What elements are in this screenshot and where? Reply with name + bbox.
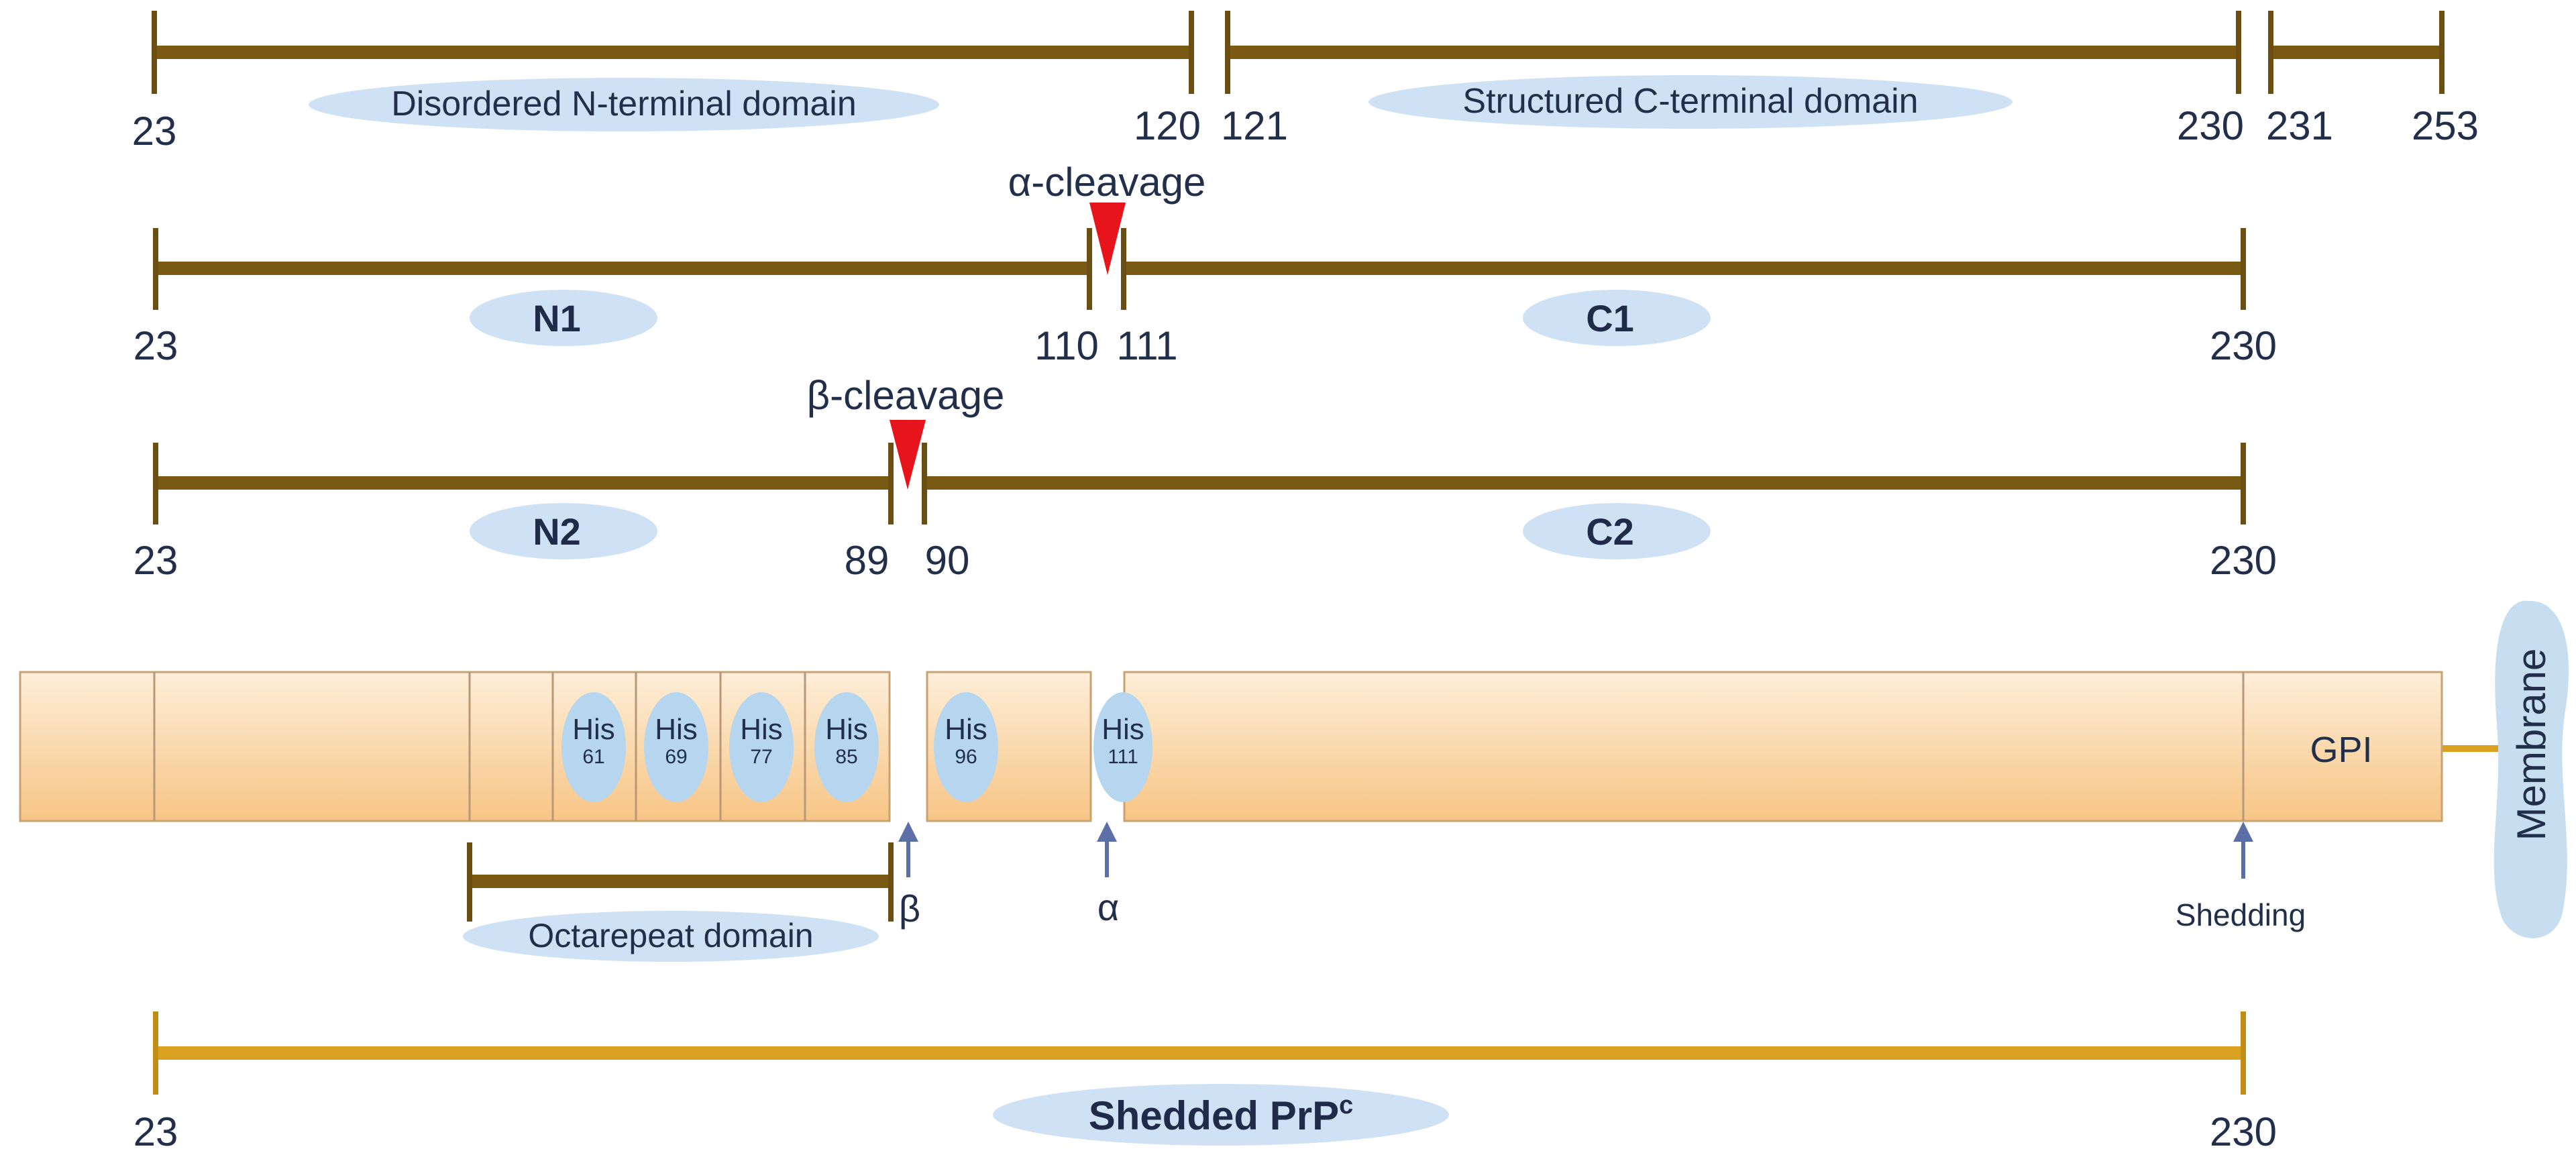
his-77-blob xyxy=(729,692,794,802)
his-85-name: His xyxy=(825,713,868,746)
his-111-number: 111 xyxy=(1108,746,1138,768)
his-61-number: 61 xyxy=(582,746,604,768)
his-85: His 85 xyxy=(814,692,879,802)
alpha-arrow-label: α xyxy=(1097,886,1119,928)
n1-label-blob xyxy=(470,290,657,346)
shedded-label-main: Shedded PrP xyxy=(1089,1093,1339,1138)
his-69: His 69 xyxy=(644,692,708,802)
pos-89: 89 xyxy=(845,538,890,583)
shedded-label: Shedded PrPc xyxy=(1089,1091,1354,1138)
shedding-label: Shedding xyxy=(2176,897,2306,932)
his-77-name: His xyxy=(740,713,783,746)
protein-schematic: Membrane His 61 His 69 xyxy=(19,600,2569,962)
pos-230-shed: 230 xyxy=(2210,1109,2277,1154)
n-domain-label-blob xyxy=(309,78,939,131)
pos-110: 110 xyxy=(1034,323,1099,368)
his-85-number: 85 xyxy=(835,746,857,768)
row-beta-cleavage: β-cleavage N2 C2 23 89 90 230 xyxy=(133,373,2277,583)
his-111-blob xyxy=(1093,692,1152,802)
beta-arrow-label: β xyxy=(899,887,920,930)
his-69-name: His xyxy=(655,713,698,746)
c1-label-blob xyxy=(1523,290,1711,346)
his-77-number: 77 xyxy=(750,746,772,768)
pos-121-row1: 121 xyxy=(1221,103,1288,148)
c1-label: C1 xyxy=(1586,297,1634,339)
gpi-label: GPI xyxy=(2310,730,2372,770)
his-85-blob xyxy=(814,692,879,802)
pos-23-row3: 23 xyxy=(133,538,178,583)
pos-230-row2: 230 xyxy=(2210,323,2277,368)
his-69-number: 69 xyxy=(665,746,687,768)
row-alpha-cleavage: α-cleavage N1 C1 23 110 111 230 xyxy=(133,160,2277,368)
shedded-label-superscript: c xyxy=(1339,1091,1353,1119)
his-111-name: His xyxy=(1102,713,1144,746)
pos-253-row1: 253 xyxy=(2412,103,2479,148)
n2-label-blob xyxy=(470,503,657,559)
membrane-shape xyxy=(2493,600,2569,938)
pos-111: 111 xyxy=(1116,323,1177,368)
n1-label: N1 xyxy=(533,297,581,339)
his-69-blob xyxy=(644,692,708,802)
his-61: His 61 xyxy=(561,692,626,802)
row-domains: Disordered N-terminal domain Structured … xyxy=(132,11,2479,154)
protein-segment-c xyxy=(1123,671,2443,822)
alpha-cleavage-title: α-cleavage xyxy=(1008,160,1206,205)
c2-label-blob xyxy=(1523,503,1711,559)
c-domain-label-blob xyxy=(1368,75,2012,129)
his-111: His 111 xyxy=(1093,692,1152,802)
pos-230-row3: 230 xyxy=(2210,538,2277,583)
beta-cleavage-marker xyxy=(890,420,926,490)
pos-230-row1: 230 xyxy=(2177,103,2244,148)
pos-23-row2: 23 xyxy=(133,323,178,368)
his-96: His 96 xyxy=(934,692,998,802)
octarepeat-label: Octarepeat domain xyxy=(528,917,813,954)
his-61-blob xyxy=(561,692,626,802)
n2-label: N2 xyxy=(533,510,581,553)
octarepeat-label-blob xyxy=(463,911,879,962)
pos-120-row1: 120 xyxy=(1134,103,1201,148)
pos-90: 90 xyxy=(925,538,970,583)
c-domain-label: Structured C-terminal domain xyxy=(1462,82,1918,121)
his-77: His 77 xyxy=(729,692,794,802)
his-96-name: His xyxy=(945,713,987,746)
n-domain-label: Disordered N-terminal domain xyxy=(391,85,857,123)
his-61-name: His xyxy=(572,713,615,746)
alpha-cleavage-marker xyxy=(1089,203,1126,275)
pos-23-row1: 23 xyxy=(132,109,177,154)
pos-231-row1: 231 xyxy=(2266,103,2333,148)
his-96-number: 96 xyxy=(955,746,977,768)
shedded-label-blob xyxy=(993,1084,1449,1146)
pos-23-shed: 23 xyxy=(133,1109,178,1154)
beta-cleavage-title: β-cleavage xyxy=(807,373,1005,418)
c2-label: C2 xyxy=(1586,510,1634,553)
membrane-label: Membrane xyxy=(2509,649,2554,841)
his-96-blob xyxy=(934,692,998,802)
row-shedded-prpc: Shedded PrPc 23 230 xyxy=(133,1011,2277,1154)
